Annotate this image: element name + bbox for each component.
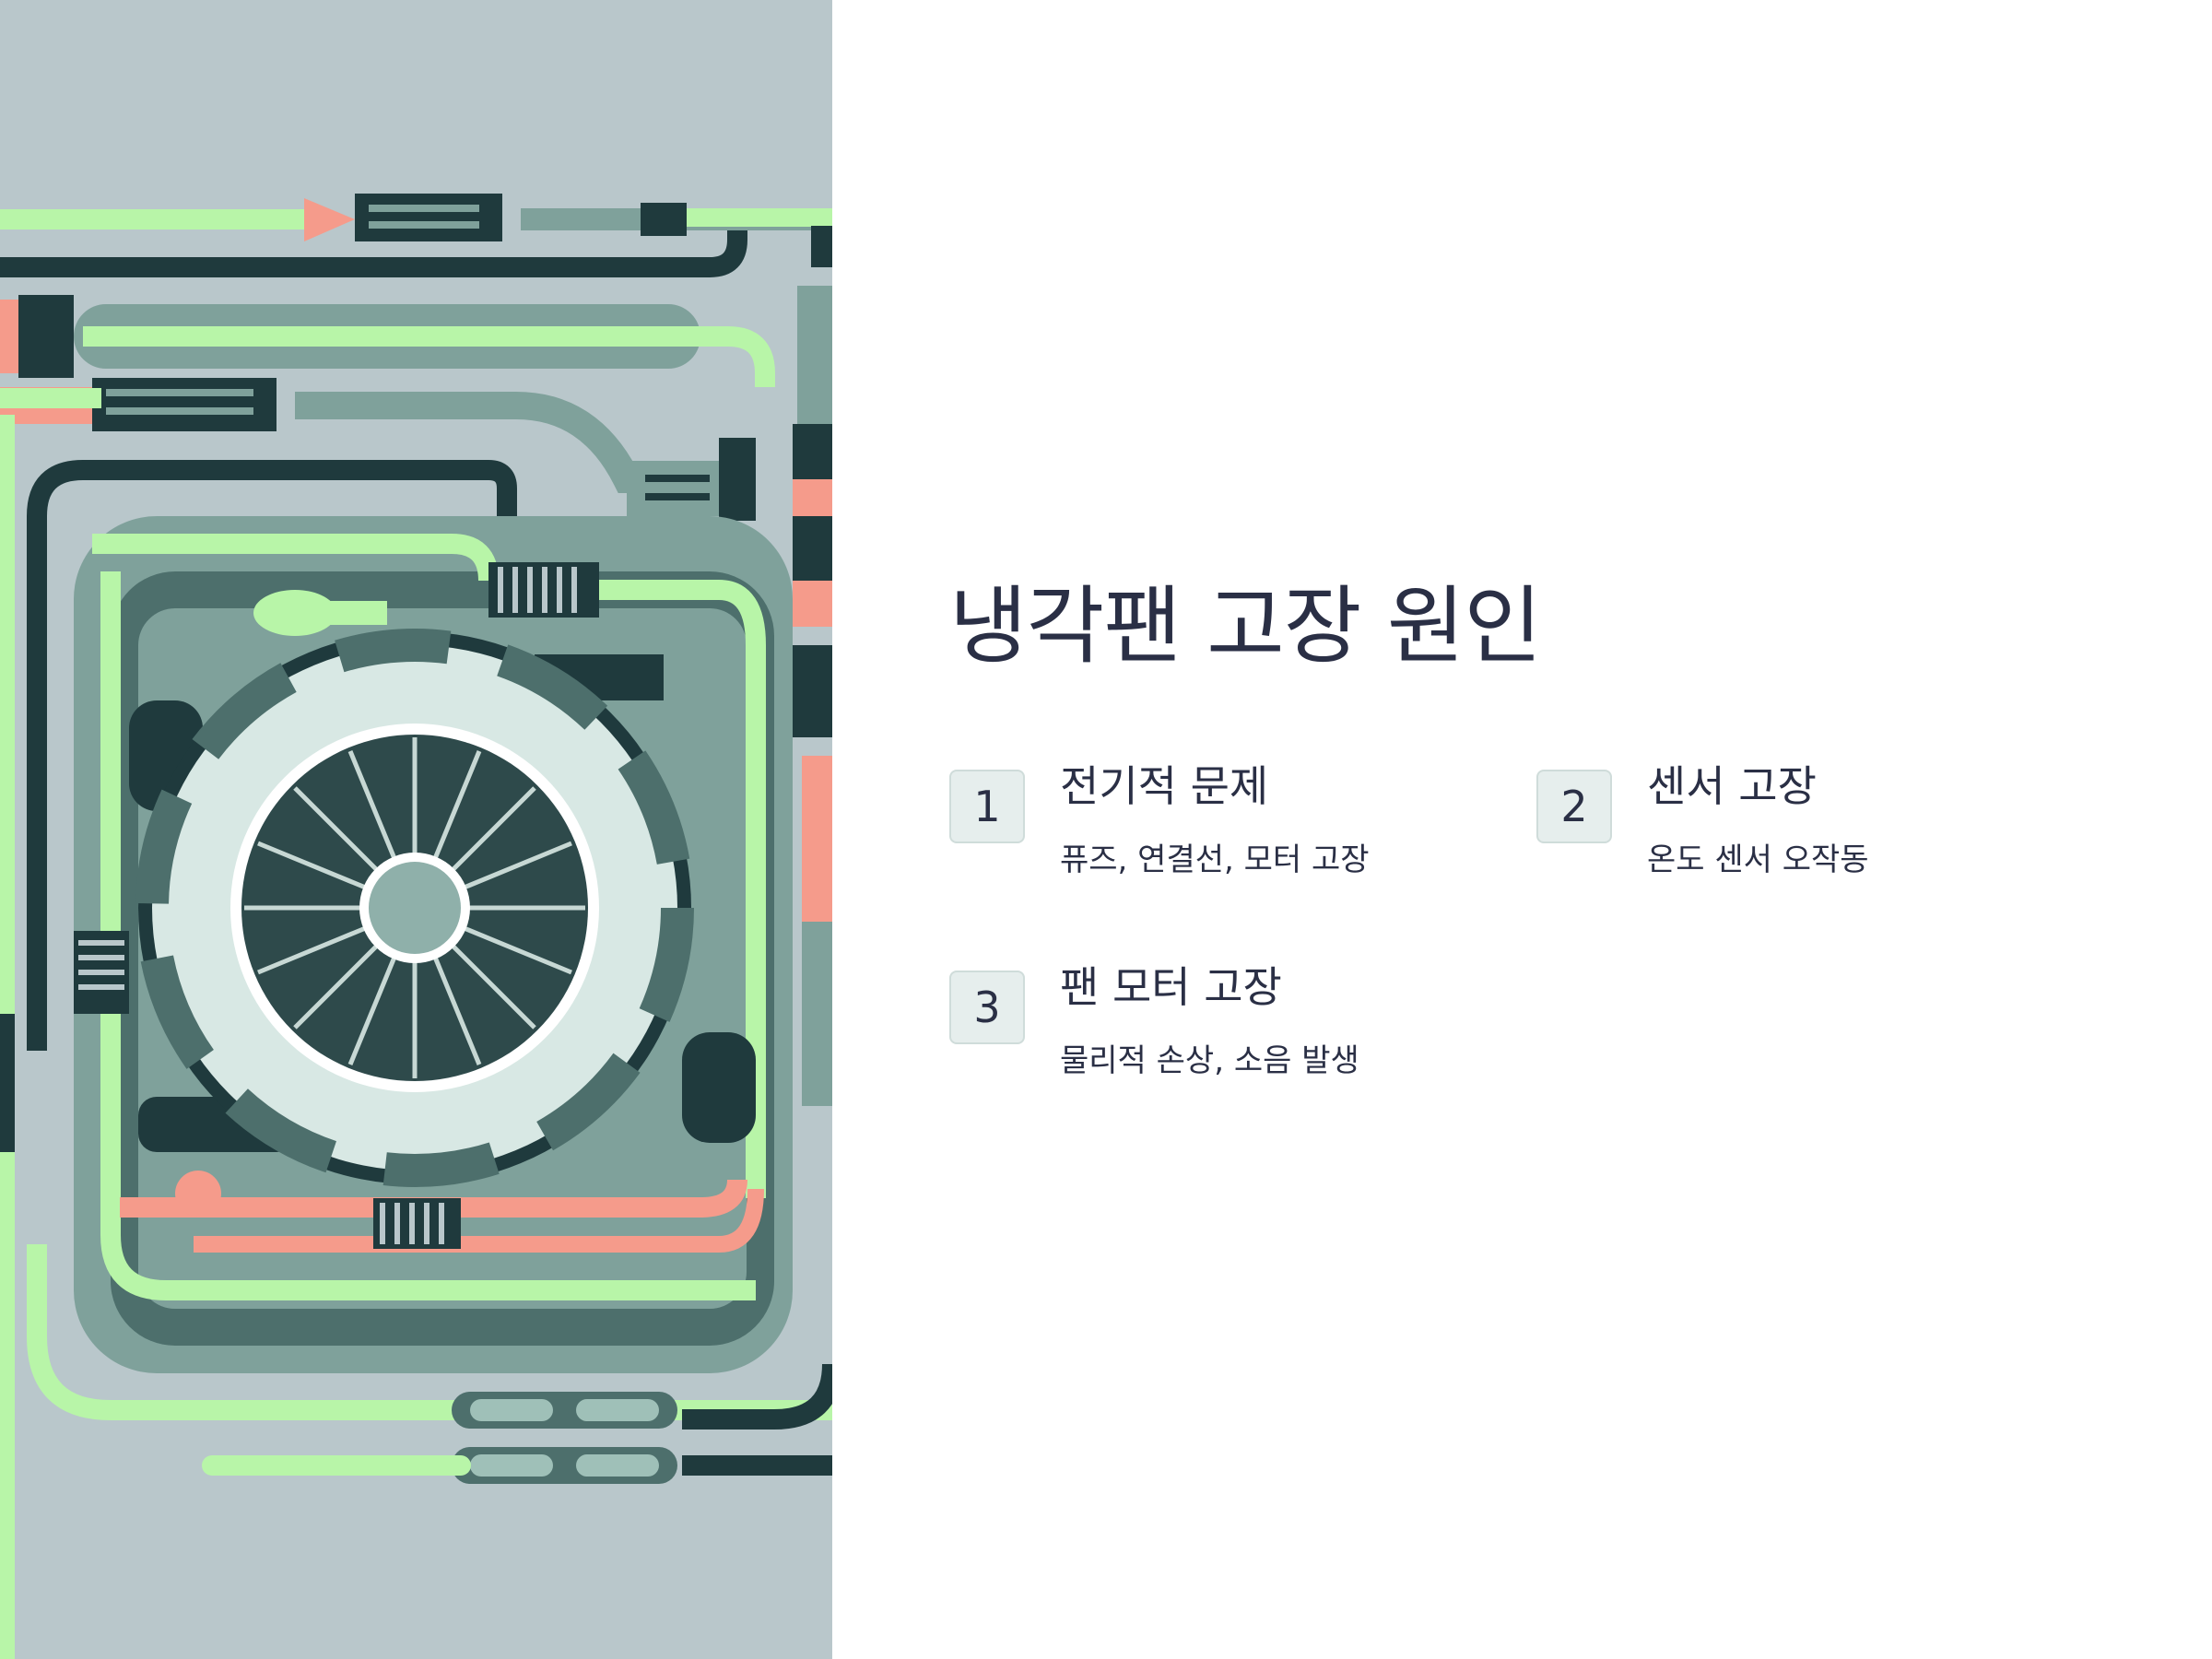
cause-item-2: 2 센서 고장 온도 센서 오작동 (1536, 760, 2089, 908)
cause-number-badge: 2 (1536, 770, 1612, 843)
cause-description: 물리적 손상, 소음 발생 (1060, 1042, 1359, 1079)
cause-heading: 전기적 문제 (1060, 761, 1269, 811)
cause-number-badge: 1 (949, 770, 1025, 843)
cooling-fan-illustration (0, 0, 832, 1659)
cause-heading: 팬 모터 고장 (1060, 962, 1282, 1012)
cause-heading: 센서 고장 (1647, 761, 1817, 811)
content-panel: 냉각팬 고장 원인 1 전기적 문제 퓨즈, 연결선, 모터 고장 2 센서 고… (949, 0, 2147, 1659)
cause-number-badge: 3 (949, 971, 1025, 1044)
cause-item-3: 3 팬 모터 고장 물리적 손상, 소음 발생 (949, 961, 1502, 1109)
page-title: 냉각팬 고장 원인 (949, 577, 1542, 676)
cause-description: 퓨즈, 연결선, 모터 고장 (1060, 841, 1370, 878)
cause-item-1: 1 전기적 문제 퓨즈, 연결선, 모터 고장 (949, 760, 1502, 908)
cause-description: 온도 센서 오작동 (1647, 841, 1869, 878)
